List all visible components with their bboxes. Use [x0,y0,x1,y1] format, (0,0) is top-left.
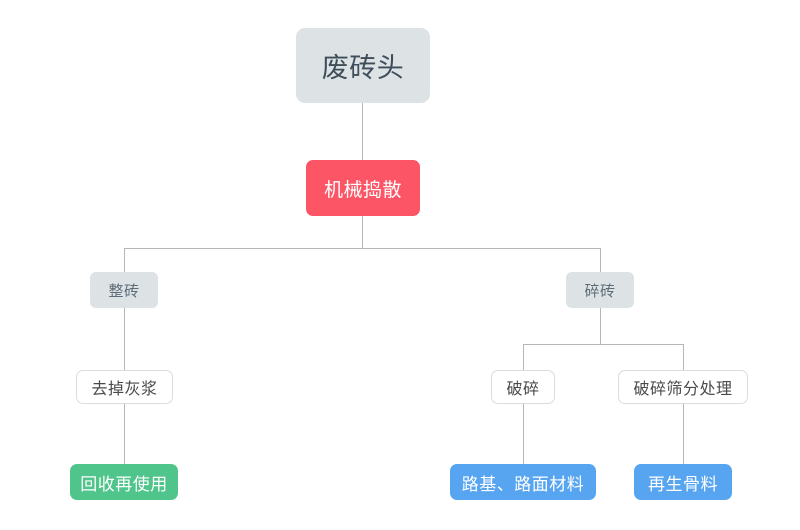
edge-split-to-broken-brick [600,248,601,272]
node-mechanical-loosening[interactable]: 机械捣散 [306,160,420,216]
edge-split-to-crush-screen [683,344,684,370]
edge-crush-to-road-material [523,404,524,464]
edge-split-to-whole-brick [124,248,125,272]
node-roadbed-pavement-material[interactable]: 路基、路面材料 [450,464,596,500]
edge-split-bar-level2 [523,344,684,345]
node-broken-brick[interactable]: 碎砖 [566,272,634,308]
node-recycle-and-reuse[interactable]: 回收再使用 [70,464,178,500]
node-whole-brick[interactable]: 整砖 [90,272,158,308]
edge-crush-screen-to-recycled-aggregate [683,404,684,464]
edge-process-to-split [362,216,363,248]
edge-remove-mortar-to-reuse [124,404,125,464]
node-remove-mortar[interactable]: 去掉灰浆 [76,370,173,404]
edge-split-bar-level1 [124,248,601,249]
edge-broken-brick-to-split [600,308,601,344]
edge-split-to-crush [523,344,524,370]
edge-root-to-process [362,103,363,160]
node-waste-brick-root[interactable]: 废砖头 [296,28,430,103]
node-crush-and-screen[interactable]: 破碎筛分处理 [618,370,748,404]
node-crush[interactable]: 破碎 [491,370,555,404]
node-recycled-aggregate[interactable]: 再生骨料 [634,464,732,500]
edge-whole-brick-to-remove-mortar [124,308,125,370]
